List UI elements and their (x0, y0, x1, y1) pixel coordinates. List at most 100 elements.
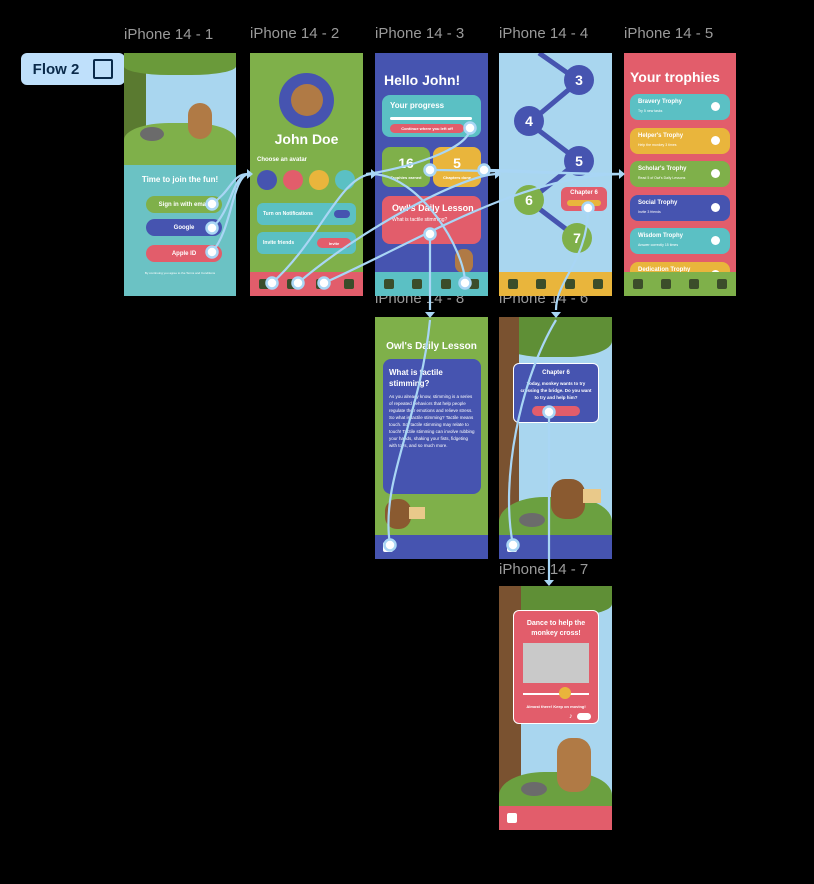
screen-8: Owl's Daily Lesson What is tactile stimm… (375, 317, 488, 559)
avatar-option-1[interactable] (257, 170, 277, 190)
invite-button[interactable]: Invite (317, 238, 351, 248)
lesson-page-title: Owl's Daily Lesson (386, 341, 477, 352)
monkey-icon (291, 84, 323, 116)
chapter-tooltip-label: Chapter 6 (570, 190, 598, 196)
lesson-card-title: What is tactile stimming? (389, 368, 443, 388)
stat-chapters-number: 5 (453, 155, 461, 171)
trophy-desc: Read 5 of Owl's Daily Lessons (638, 176, 686, 180)
dance-status: Almost there! Keep on moving! (526, 704, 586, 709)
join-title: Time to join the fun! (141, 175, 219, 184)
gear-icon[interactable] (592, 279, 603, 289)
bottom-nav (624, 272, 736, 296)
google-button[interactable]: Google (146, 219, 222, 236)
home-icon[interactable] (508, 279, 519, 289)
trophy-name: Scholar's Trophy (638, 166, 687, 172)
dialog-accept-button[interactable] (532, 406, 580, 416)
avatar-option-2[interactable] (283, 170, 303, 190)
screen-1: Time to join the fun! Sign in with email… (124, 53, 236, 296)
home-icon[interactable] (633, 279, 643, 289)
frame-label-2: iPhone 14 - 2 (250, 25, 340, 42)
avatar-option-4[interactable] (335, 170, 355, 190)
chapter-tooltip-button[interactable] (567, 200, 601, 206)
terms-text: By continuing you agree to the Terms and… (144, 271, 216, 275)
screen-7: Dance to help the monkey cross! Almost t… (499, 586, 612, 830)
book-illustration (409, 507, 425, 519)
chapter-tooltip[interactable]: Chapter 6 (561, 187, 607, 211)
trophy-icon[interactable] (564, 279, 575, 289)
back-icon[interactable] (507, 542, 517, 552)
trophy-icon[interactable] (440, 279, 451, 289)
trophy-icon (711, 236, 720, 245)
play-icon (93, 59, 114, 79)
trophy-icon (711, 202, 720, 212)
notifications-row[interactable]: Turn on Notifications (257, 203, 356, 225)
monkey-icon (455, 249, 473, 273)
trophy-icon (711, 135, 720, 145)
back-icon[interactable] (383, 542, 393, 552)
book-icon[interactable] (412, 279, 423, 289)
lesson-body: As you already know, stimming is a serie… (389, 394, 475, 448)
music-toggle[interactable] (577, 713, 591, 720)
owl-icon (385, 499, 411, 529)
invite-row: Invite friends Invite (257, 232, 356, 254)
dialog-chapter: Chapter 6 (542, 370, 570, 376)
home-icon[interactable] (259, 279, 270, 289)
trophy-icon[interactable] (315, 279, 326, 289)
book-illustration (583, 489, 601, 503)
rock (519, 513, 545, 527)
trophy-desc: Invite 3 friends (638, 209, 661, 214)
camera-preview (523, 643, 589, 683)
chapter-node-4[interactable]: 4 (514, 106, 544, 136)
chapter-node-6[interactable]: 6 (514, 185, 544, 215)
home-icon[interactable] (384, 279, 395, 289)
lesson-card[interactable]: Owl's Daily Lesson What is tactile stimm… (382, 196, 481, 244)
notifications-toggle[interactable] (334, 210, 350, 218)
stat-trophies-label: Trophies earned (390, 175, 422, 180)
frame-label-3: iPhone 14 - 3 (375, 25, 465, 42)
trophy-desc: Answer correctly 15 times (638, 243, 679, 247)
path-lines (524, 53, 584, 241)
apple-id-button[interactable]: Apple ID (146, 245, 222, 262)
gear-icon[interactable] (343, 279, 354, 289)
progress-track (523, 693, 589, 695)
trophy-icon[interactable] (689, 279, 699, 289)
progress-card: Your progress Continue where you left of… (382, 95, 481, 137)
sign-in-email-button[interactable]: Sign in with email (146, 196, 222, 213)
gear-icon[interactable] (717, 279, 727, 289)
lesson-subtitle: What is tactile stimming? (392, 217, 448, 223)
trophy-icon (711, 102, 720, 111)
lesson-content-card: What is tactile stimming? As you already… (383, 359, 481, 494)
book-icon[interactable] (536, 279, 547, 289)
trophy-name: Helper's Trophy (638, 132, 684, 139)
bottom-nav (375, 272, 488, 296)
frame-label-7: iPhone 14 - 7 (499, 561, 589, 578)
book-icon[interactable] (287, 279, 298, 289)
frame-label-4: iPhone 14 - 4 (499, 25, 589, 42)
monkey-icon (557, 738, 591, 792)
profile-avatar[interactable] (279, 73, 334, 128)
trophy-name: Bravery Trophy (638, 99, 683, 105)
monkey-icon (188, 103, 212, 139)
stat-card-trophies: 16 Trophies earned (382, 147, 430, 187)
bottom-nav (250, 272, 363, 296)
trophy-name: Wisdom Trophy (638, 233, 683, 239)
exit-icon[interactable] (507, 813, 517, 823)
gear-icon[interactable] (468, 279, 479, 289)
chapter-node-5[interactable]: 5 (564, 146, 594, 176)
flow-tag[interactable]: Flow 2 (21, 53, 125, 85)
profile-name: John Doe (274, 131, 339, 147)
book-icon[interactable] (661, 279, 671, 289)
continue-button[interactable]: Continue where you left off (390, 124, 464, 133)
chapter-node-3[interactable]: 3 (564, 65, 594, 95)
chapter-node-7[interactable]: 7 (562, 223, 592, 253)
screen-4: 3 4 5 6 7 Chapter 6 (499, 53, 612, 296)
bottom-bar (375, 535, 488, 559)
flow-label: Flow 2 (32, 60, 80, 78)
avatar-option-3[interactable] (309, 170, 329, 190)
